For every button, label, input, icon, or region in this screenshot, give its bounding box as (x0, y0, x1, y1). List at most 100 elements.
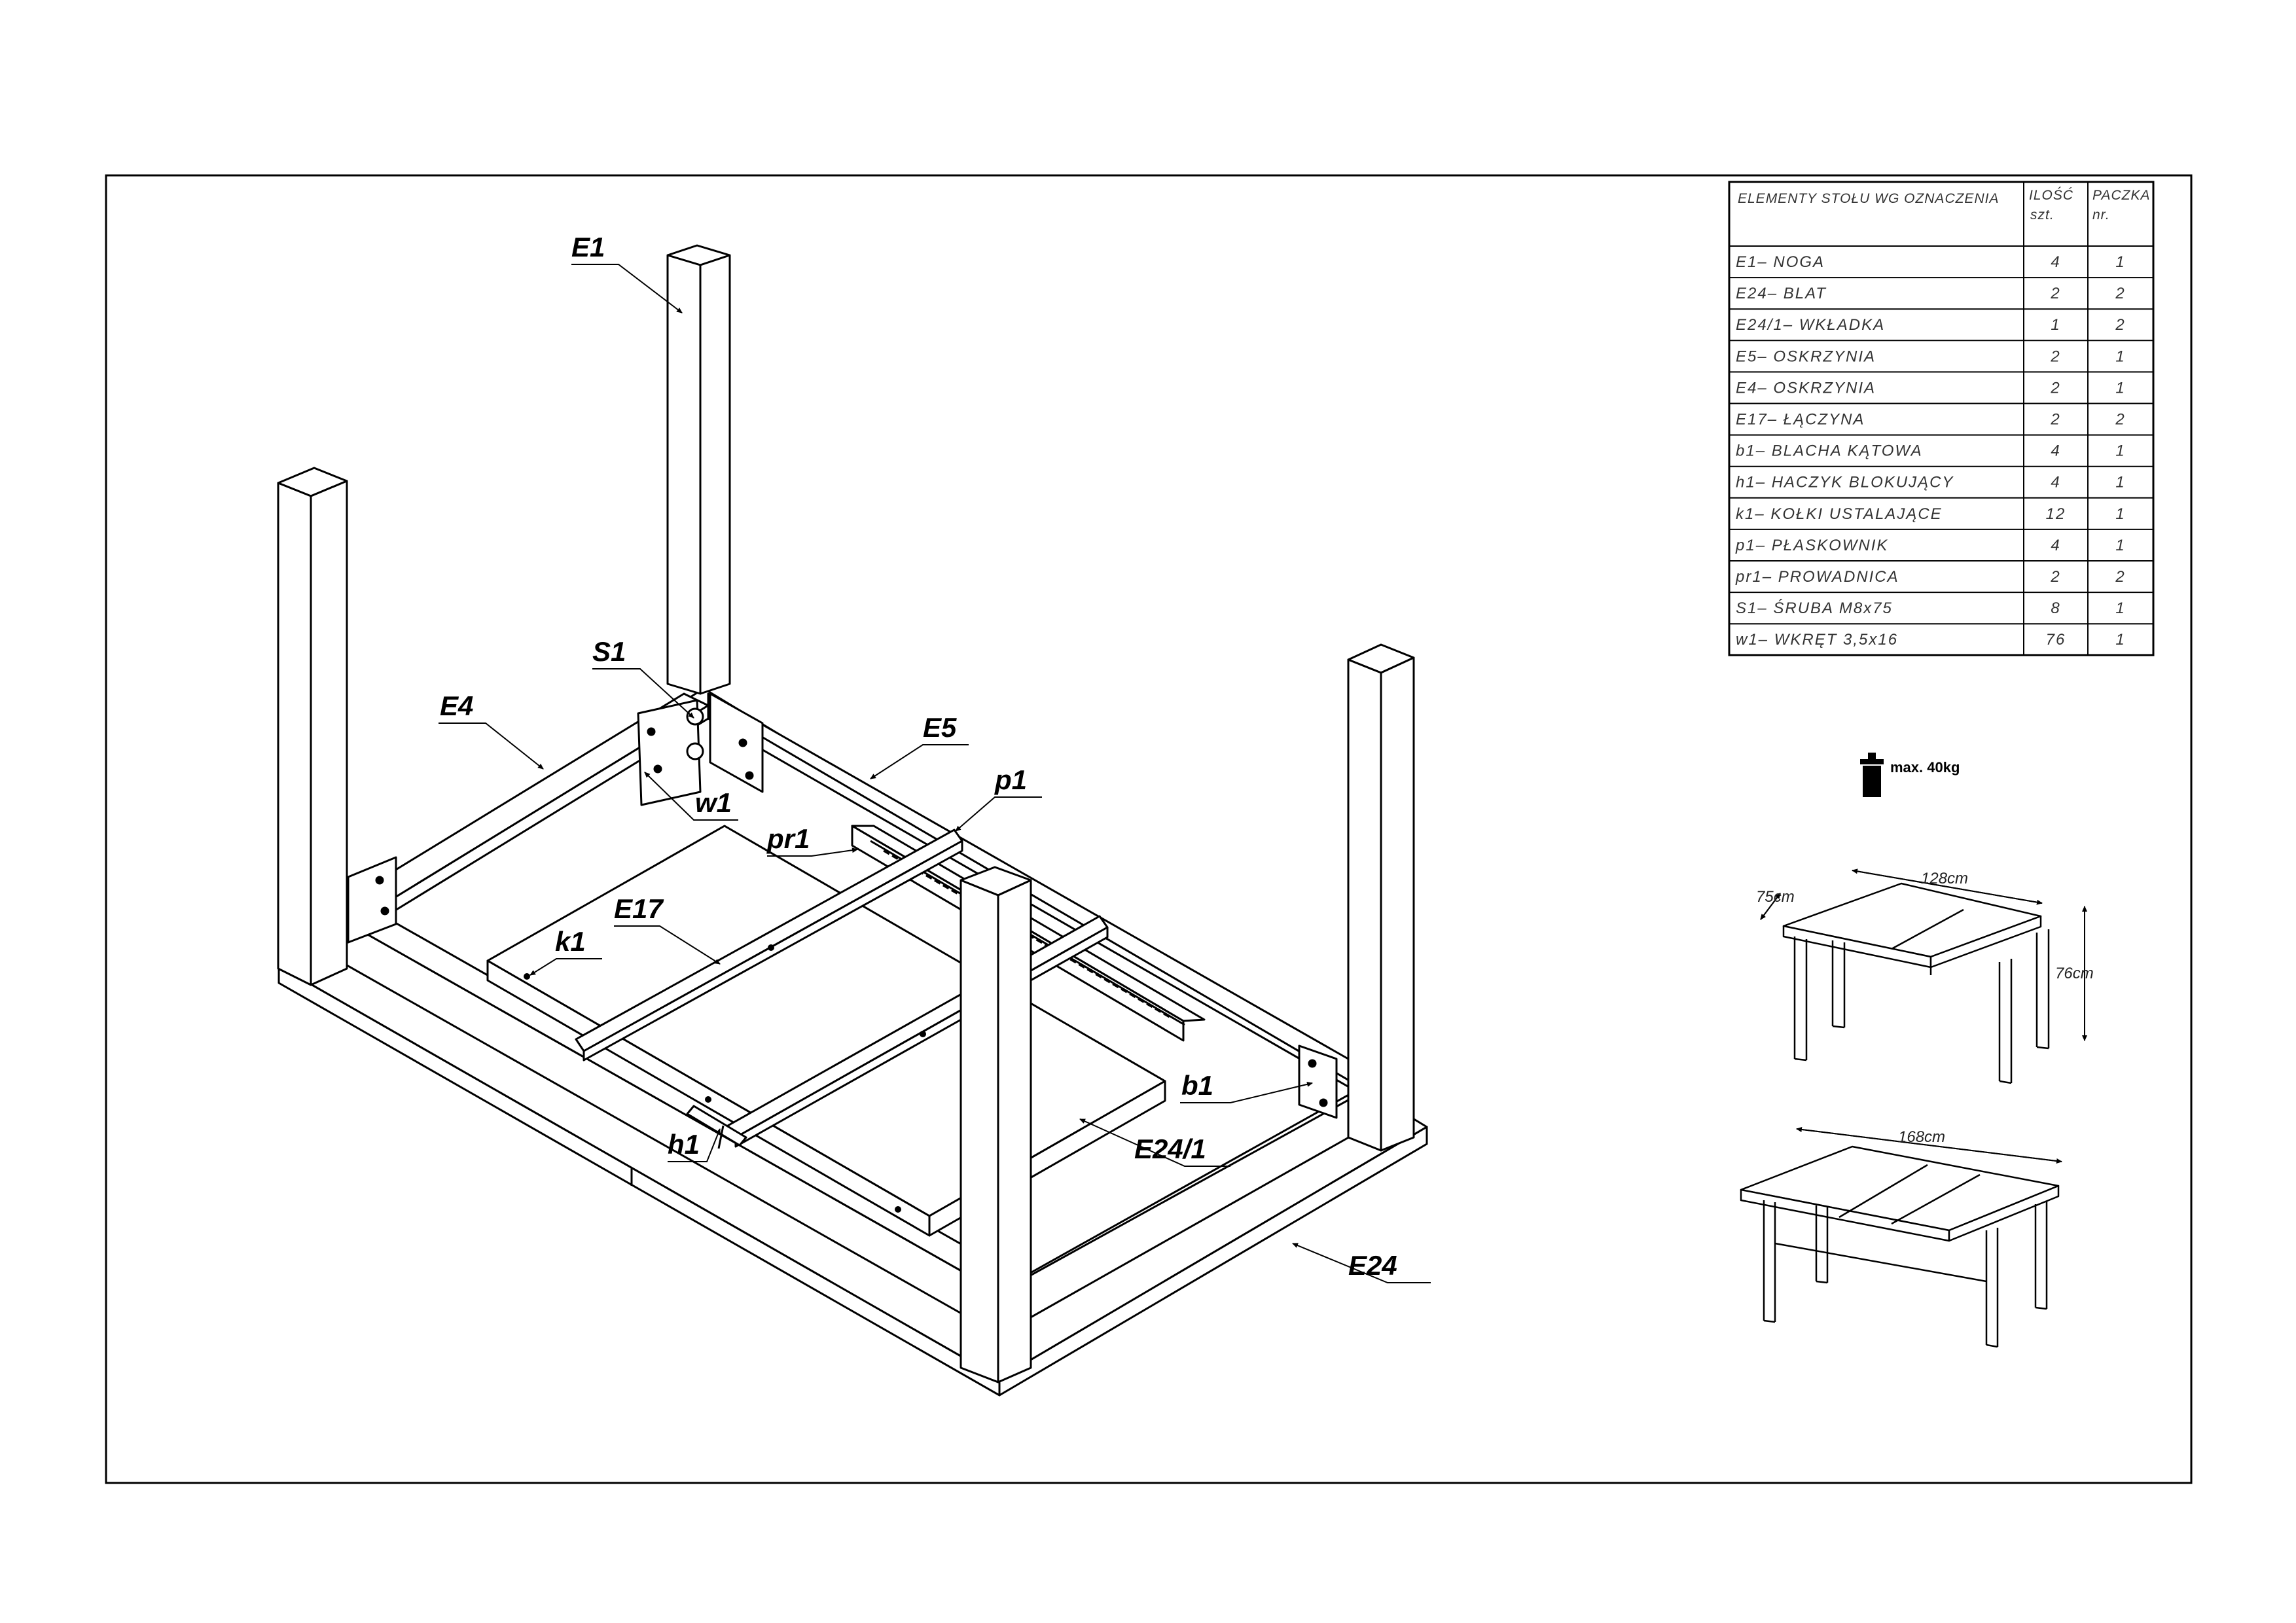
table-cell-pack: 1 (2115, 348, 2125, 365)
parts-table: ELEMENTY STOŁU WG OZNACZENIA ILOŚĆ szt. … (1728, 181, 2155, 656)
label-w1: w1 (695, 787, 732, 818)
table-cell-name: E24– BLAT (1736, 285, 1827, 302)
dowel-holes-k1 (524, 944, 926, 1213)
table-cell-qty: 4 (2051, 474, 2060, 491)
table-cell-pack: 2 (2115, 316, 2125, 334)
table-cell-qty: 2 (2050, 285, 2060, 302)
table-cell-name: E5– OSKRZYNIA (1736, 348, 1876, 365)
corner-bracket-b1 (1298, 1044, 1338, 1119)
dimension-sketch-extended (1740, 1145, 2060, 1348)
dim-length-closed: 128cm (1921, 870, 1968, 887)
table-row: k1– KOŁKI USTALAJĄCE 12 1 (1729, 505, 2153, 530)
label-e24: E24 (1348, 1250, 1397, 1281)
table-row: E24– BLAT 2 2 (1729, 285, 2153, 310)
max-load-indicator: max. 40kg (1860, 753, 1960, 797)
leg-back (666, 244, 731, 695)
table-cell-name: E17– ŁĄCZYNA (1736, 411, 1865, 429)
table-cell-pack: 1 (2115, 537, 2125, 554)
leader-b1 (1180, 1081, 1313, 1103)
table-cell-pack: 1 (2115, 442, 2125, 460)
table-cell-qty: 1 (2051, 316, 2060, 334)
leader-pr1 (767, 847, 858, 857)
table-isometric-drawing (277, 244, 1428, 1397)
table-cell-qty: 12 (2046, 505, 2066, 523)
table-cell-name: E1– NOGA (1736, 253, 1825, 271)
table-cell-name: b1– BLACHA KĄTOWA (1736, 442, 1923, 460)
leader-e24 (1292, 1243, 1431, 1283)
leg-right (1347, 643, 1415, 1152)
parts-table-header-pack-1: PACZKA (2092, 188, 2150, 203)
table-row: w1– WKRĘT 3,5x16 76 1 (1736, 631, 2125, 649)
table-row: pr1– PROWADNICA 2 2 (1729, 568, 2153, 594)
table-cell-name: w1– WKRĘT 3,5x16 (1736, 631, 1898, 649)
corner-bracket-w1 (637, 692, 764, 806)
table-cell-pack: 1 (2115, 505, 2125, 523)
table-cell-name: k1– KOŁKI USTALAJĄCE (1736, 505, 1943, 523)
label-b1: b1 (1181, 1070, 1213, 1101)
table-cell-qty: 4 (2051, 537, 2060, 554)
table-row: E1– NOGA 4 1 (1729, 253, 2153, 279)
label-e24-1: E24/1 (1134, 1133, 1206, 1164)
parts-table-header-name: ELEMENTY STOŁU WG OZNACZENIA (1738, 191, 1999, 206)
parts-table-header-qty-1: ILOŚĆ (2029, 187, 2073, 203)
leader-e17 (614, 925, 721, 965)
leader-s1 (592, 668, 694, 719)
label-e4: E4 (440, 690, 473, 721)
table-cell-qty: 2 (2050, 379, 2060, 397)
leader-w1 (644, 772, 738, 821)
table-cell-qty: 4 (2051, 442, 2060, 460)
dimension-sketch-closed (1782, 882, 2050, 1084)
max-load-label: max. 40kg (1890, 759, 1960, 776)
table-row: b1– BLACHA KĄTOWA 4 1 (1729, 442, 2153, 467)
table-row: p1– PŁASKOWNIK 4 1 (1729, 537, 2153, 562)
table-row: E24/1– WKŁADKA 1 2 (1729, 316, 2153, 342)
table-cell-pack: 1 (2115, 253, 2125, 271)
leader-p1 (955, 796, 1042, 832)
dim-depth: 75cm (1756, 888, 1795, 906)
drawing-frame (105, 174, 2193, 1484)
blocking-hook-h1 (686, 1105, 747, 1149)
dimension-lines-extended (1796, 1127, 2062, 1164)
table-cell-name: p1– PŁASKOWNIK (1735, 537, 1888, 554)
table-cell-pack: 2 (2115, 411, 2125, 429)
table-cell-qty: 4 (2051, 253, 2060, 271)
table-cell-qty: 2 (2050, 568, 2060, 586)
table-cell-qty: 76 (2046, 631, 2066, 649)
label-pr1: pr1 (766, 823, 810, 854)
table-cell-name: E24/1– WKŁADKA (1736, 316, 1885, 334)
label-h1: h1 (668, 1129, 700, 1160)
leader-h1 (668, 1128, 721, 1162)
parts-table-header-qty-2: szt. (2030, 207, 2054, 223)
leader-e5 (870, 744, 969, 779)
table-cell-qty: 2 (2050, 348, 2060, 365)
table-cell-name: pr1– PROWADNICA (1735, 568, 1899, 586)
table-row: E17– ŁĄCZYNA 2 2 (1729, 411, 2153, 436)
table-cell-qty: 2 (2050, 411, 2060, 429)
leader-e4 (439, 722, 544, 770)
corner-bracket-left (347, 856, 397, 944)
parts-table-header-pack-2: nr. (2092, 207, 2110, 223)
parts-table-border (1728, 181, 2155, 656)
label-s1: S1 (592, 636, 626, 667)
leg-left (277, 467, 348, 986)
table-cell-name: S1– ŚRUBA M8x75 (1736, 599, 1893, 617)
table-cell-pack: 1 (2115, 631, 2125, 649)
leader-e24-1 (1079, 1118, 1230, 1167)
table-row: E5– OSKRZYNIA 2 1 (1729, 348, 2153, 373)
leg-front (960, 866, 1032, 1383)
label-e5: E5 (923, 712, 957, 743)
table-cell-pack: 2 (2115, 568, 2125, 586)
label-k1: k1 (555, 926, 586, 957)
table-cell-pack: 2 (2115, 285, 2125, 302)
table-cell-pack: 1 (2115, 599, 2125, 617)
dimension-lines-closed (1760, 868, 2087, 1041)
dim-height: 76cm (2055, 965, 2094, 982)
table-cell-name: h1– HACZYK BLOKUJĄCY (1736, 474, 1954, 491)
dim-length-extended: 168cm (1898, 1128, 1945, 1146)
label-e17: E17 (614, 893, 664, 924)
label-e1: E1 (571, 232, 605, 262)
